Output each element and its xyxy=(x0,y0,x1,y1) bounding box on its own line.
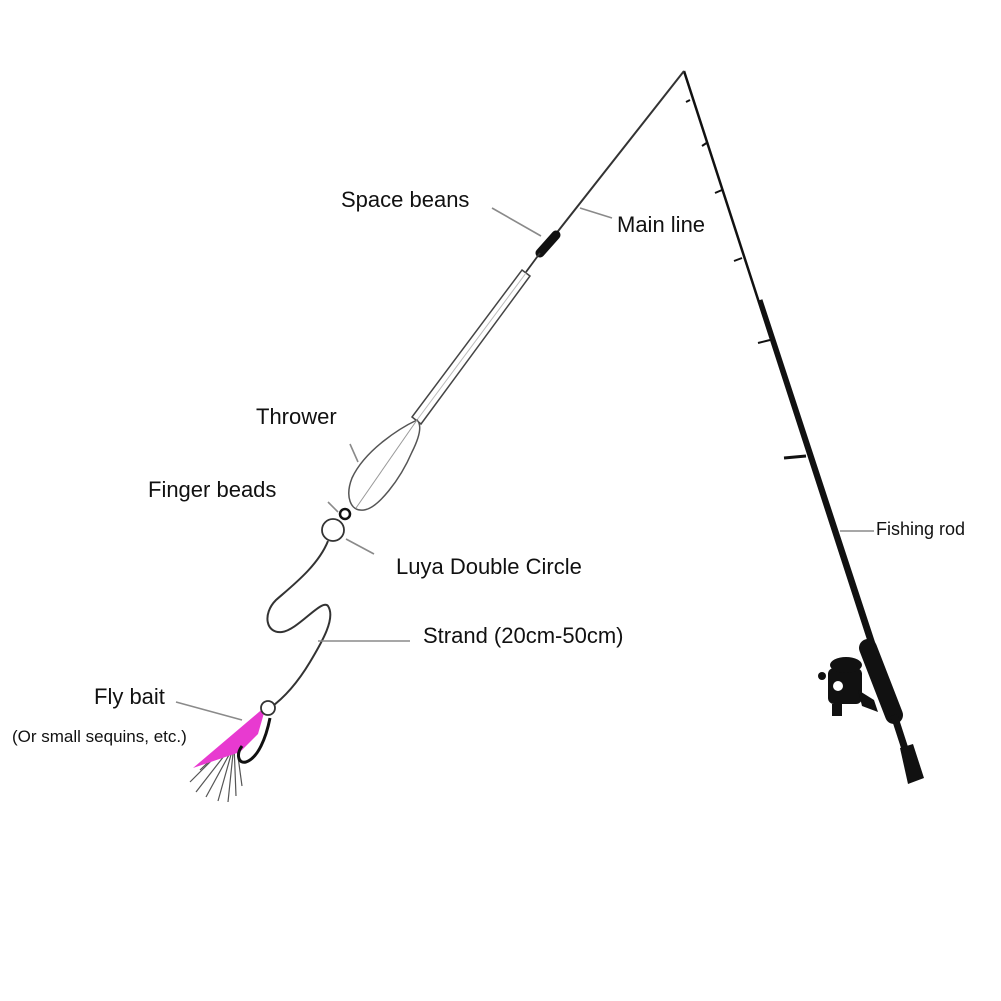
leader-main-line xyxy=(579,207,613,219)
reel-handle xyxy=(832,704,842,716)
rod-guide xyxy=(733,257,743,262)
fly-bait xyxy=(189,700,276,803)
reel-foot xyxy=(858,690,878,712)
label-finger-beads: Finger beads xyxy=(148,477,277,502)
main-line xyxy=(554,70,685,236)
finger-beads-icon xyxy=(338,507,352,521)
rod-mid-section xyxy=(757,299,878,651)
thrower-float-axis xyxy=(355,419,418,509)
label-fly-bait: Fly bait xyxy=(94,684,165,709)
leader-thrower xyxy=(349,443,359,463)
rod-butt-cap xyxy=(900,744,924,784)
label-fishing-rod: Fishing rod xyxy=(876,519,966,539)
thrower-stem-center xyxy=(416,272,527,421)
leader-fly-bait xyxy=(175,701,243,721)
rod-guide xyxy=(701,141,709,147)
rod-grip xyxy=(859,639,903,724)
label-luya-double-circle: Luya Double Circle xyxy=(396,554,582,579)
spinning-reel-icon xyxy=(818,657,878,716)
label-thrower: Thrower xyxy=(256,404,337,429)
label-fly-bait-note: (Or small sequins, etc.) xyxy=(12,727,187,746)
rod-guides xyxy=(685,99,807,460)
hook-icon xyxy=(237,717,272,764)
space-beans-icon xyxy=(535,230,561,258)
leader-finger-beads xyxy=(327,501,339,513)
rod-guide xyxy=(685,99,691,103)
rod-guide xyxy=(783,454,807,460)
label-main-line: Main line xyxy=(617,212,706,237)
leader-luya-double-circle xyxy=(345,538,375,555)
reel-handle-knob xyxy=(818,672,826,680)
reel-hub xyxy=(833,681,843,691)
rod-guide xyxy=(757,339,771,344)
rod-shaft-lower xyxy=(890,713,910,754)
fishing-rod xyxy=(682,70,924,784)
label-strand: Strand (20cm-50cm) xyxy=(423,623,624,648)
reel-spool xyxy=(830,657,862,673)
strand-line xyxy=(266,540,332,709)
reel-body xyxy=(828,668,862,704)
fly-bait-body xyxy=(193,706,266,768)
thrower-float xyxy=(348,419,421,511)
luya-double-circle-icon xyxy=(321,518,345,542)
line-segment xyxy=(525,252,541,273)
leader-space-beans xyxy=(491,207,542,237)
hook-eye xyxy=(260,700,276,716)
rod-guide xyxy=(714,189,723,194)
label-space-beans: Space beans xyxy=(341,187,470,212)
